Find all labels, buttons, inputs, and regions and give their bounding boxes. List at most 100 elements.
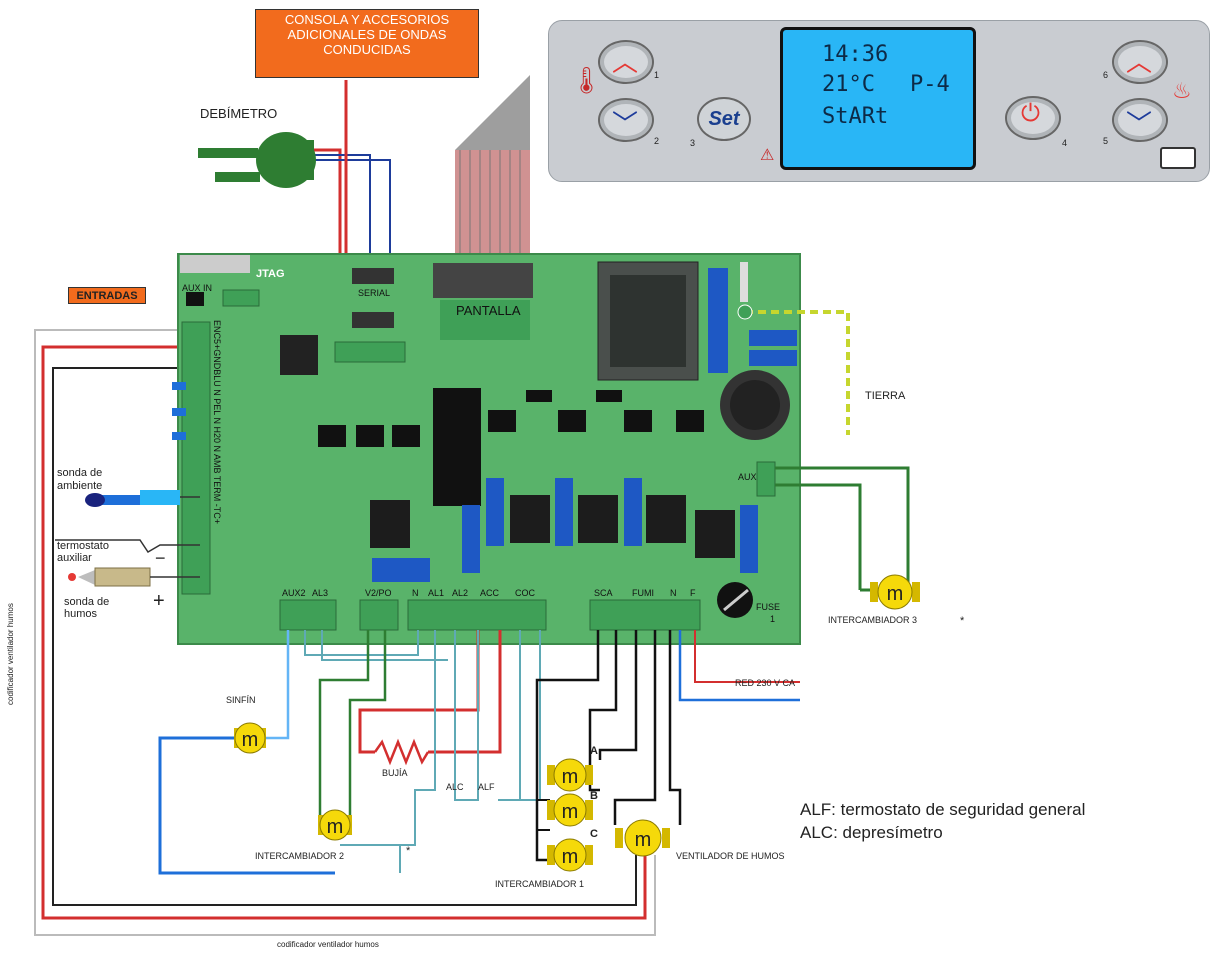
motor-b-label: B (590, 790, 598, 802)
btn-num-5: 5 (1103, 136, 1109, 146)
serial-label: SERIAL (358, 288, 391, 298)
down-button-5[interactable] (1112, 98, 1168, 142)
auger-label: SINFÍN (226, 695, 256, 705)
exchanger-3-label: INTERCAMBIADOR 3 (828, 615, 918, 625)
btn-num-2: 2 (654, 136, 660, 146)
alc-label: ALC (446, 782, 464, 792)
terminal-strip-label: ENC5+GNDBLU N PEL N H20 N AMB TERM -TC+ (212, 320, 222, 525)
motor-intercambiador-1a: m (547, 758, 593, 792)
up-button-6[interactable] (1112, 40, 1168, 84)
up-arrow-icon: ︿ (612, 47, 639, 77)
thermostat-label-1: termostato (57, 540, 109, 552)
down-button-2[interactable] (598, 98, 654, 142)
fuse-label: FUSE (756, 602, 781, 612)
power-button-4[interactable] (1005, 96, 1061, 140)
svg-text:m: m (327, 816, 344, 838)
set-button[interactable]: Set (697, 97, 751, 141)
motor-intercambiador-1b: m (547, 793, 593, 827)
ribbon-cable (455, 75, 530, 150)
console-line-1: CONSOLA Y ACCESORIOS (284, 12, 450, 27)
display-power: P-4 (910, 72, 950, 97)
earth-wire (745, 310, 850, 435)
display-status: StARt (822, 104, 889, 129)
flue-sensor-label-2: humos (64, 608, 98, 620)
room-sensor (85, 490, 200, 507)
legend-alc: ALC: depresímetro (800, 823, 943, 842)
conn-f: F (690, 588, 696, 598)
aux-in-label: AUX IN (182, 283, 213, 293)
svg-text:m: m (562, 766, 579, 788)
conn-al3: AL3 (312, 588, 329, 598)
btn-num-6: 6 (1103, 70, 1109, 80)
screen-label: PANTALLA (456, 303, 521, 318)
conn-coc: COC (515, 588, 535, 598)
igniter-label: BUJÍA (382, 768, 408, 778)
jtag-label: JTAG (256, 268, 285, 280)
btn-num-1: 1 (654, 70, 660, 80)
conn-al1: AL1 (428, 588, 445, 598)
btn-num-4: 4 (1062, 138, 1068, 148)
console-line-3: CONDUCIDAS (323, 42, 411, 57)
motor-sinfin: m (234, 722, 266, 754)
black-loop-wire (52, 367, 637, 906)
signal-indicator (1160, 147, 1196, 169)
flowmeter (198, 132, 316, 188)
exchanger-2-label: INTERCAMBIADOR 2 (255, 851, 345, 861)
up-arrow-icon: ︿ (1126, 47, 1153, 77)
alarm-icon: ⚠ (760, 147, 775, 164)
motor-ventilador-humos: m (615, 819, 670, 857)
motor-intercambiador-3: m (870, 574, 920, 610)
display-temp: 21°C (822, 72, 875, 97)
exchanger-1-label: INTERCAMBIADOR 1 (495, 879, 585, 889)
room-sensor-label-1: sonda de (57, 467, 103, 479)
btn-num-3: 3 (690, 138, 696, 148)
asterisk-1: * (960, 615, 965, 627)
lcd-display (780, 27, 976, 170)
console-accessories-box: CONSOLA Y ACCESORIOS ADICIONALES DE ONDA… (255, 9, 479, 78)
legend-alf: ALF: termostato de seguridad general (800, 800, 1086, 819)
motor-intercambiador-1c: m (547, 838, 593, 872)
conn-n: N (412, 588, 419, 598)
motor-c-label: C (590, 828, 598, 840)
svg-text:m: m (887, 583, 904, 605)
earth-label: TIERRA (865, 390, 906, 402)
svg-text:m: m (635, 829, 652, 851)
conn-sca: SCA (594, 588, 613, 598)
power-icon: ⏻ (1021, 100, 1040, 127)
minus-sign: − (155, 548, 166, 568)
conn-al2: AL2 (452, 588, 469, 598)
svg-text:m: m (562, 801, 579, 823)
flue-sensor-label-1: sonda de (64, 596, 110, 608)
mains-label: RED 230 V CA (735, 678, 796, 688)
red-loop-wire (41, 345, 647, 920)
svg-text:m: m (562, 846, 579, 868)
conn-aux2: AUX2 (282, 588, 306, 598)
aux-thermostat (55, 539, 200, 554)
display-time: 14:36 (822, 42, 889, 67)
flame-icon: ♨ (1172, 78, 1192, 103)
flue-fan-label: VENTILADOR DE HUMOS (676, 851, 785, 861)
up-button-1[interactable] (598, 40, 654, 84)
thermostat-label-2: auxiliar (57, 552, 92, 564)
encoder-bottom-label: codificador ventilador humos (277, 940, 379, 949)
down-arrow-icon: ﹀ (1126, 109, 1153, 139)
flue-sensor (68, 567, 200, 587)
asterisk-2: * (406, 845, 411, 857)
svg-text:m: m (242, 729, 259, 751)
console-line-2: ADICIONALES DE ONDAS (287, 27, 447, 42)
room-sensor-label-2: ambiente (57, 480, 103, 492)
conn-n2: N (670, 588, 677, 598)
encoder-side-label: codificador ventilador humos (6, 603, 15, 705)
motor-a-label: A (590, 745, 598, 757)
flowmeter-label: DEBÍMETRO (200, 106, 278, 121)
aux-label: AUX (738, 472, 757, 482)
conn-v2po: V2/PO (365, 588, 392, 598)
conn-acc: ACC (480, 588, 500, 598)
legend: ALF: termostato de seguridad general ALC… (800, 798, 1085, 844)
fuse-number: 1 (770, 614, 776, 624)
alf-label: ALF (478, 782, 495, 792)
down-arrow-icon: ﹀ (612, 109, 639, 139)
conn-fumi: FUMI (632, 588, 654, 598)
inputs-box: ENTRADAS (68, 287, 146, 304)
